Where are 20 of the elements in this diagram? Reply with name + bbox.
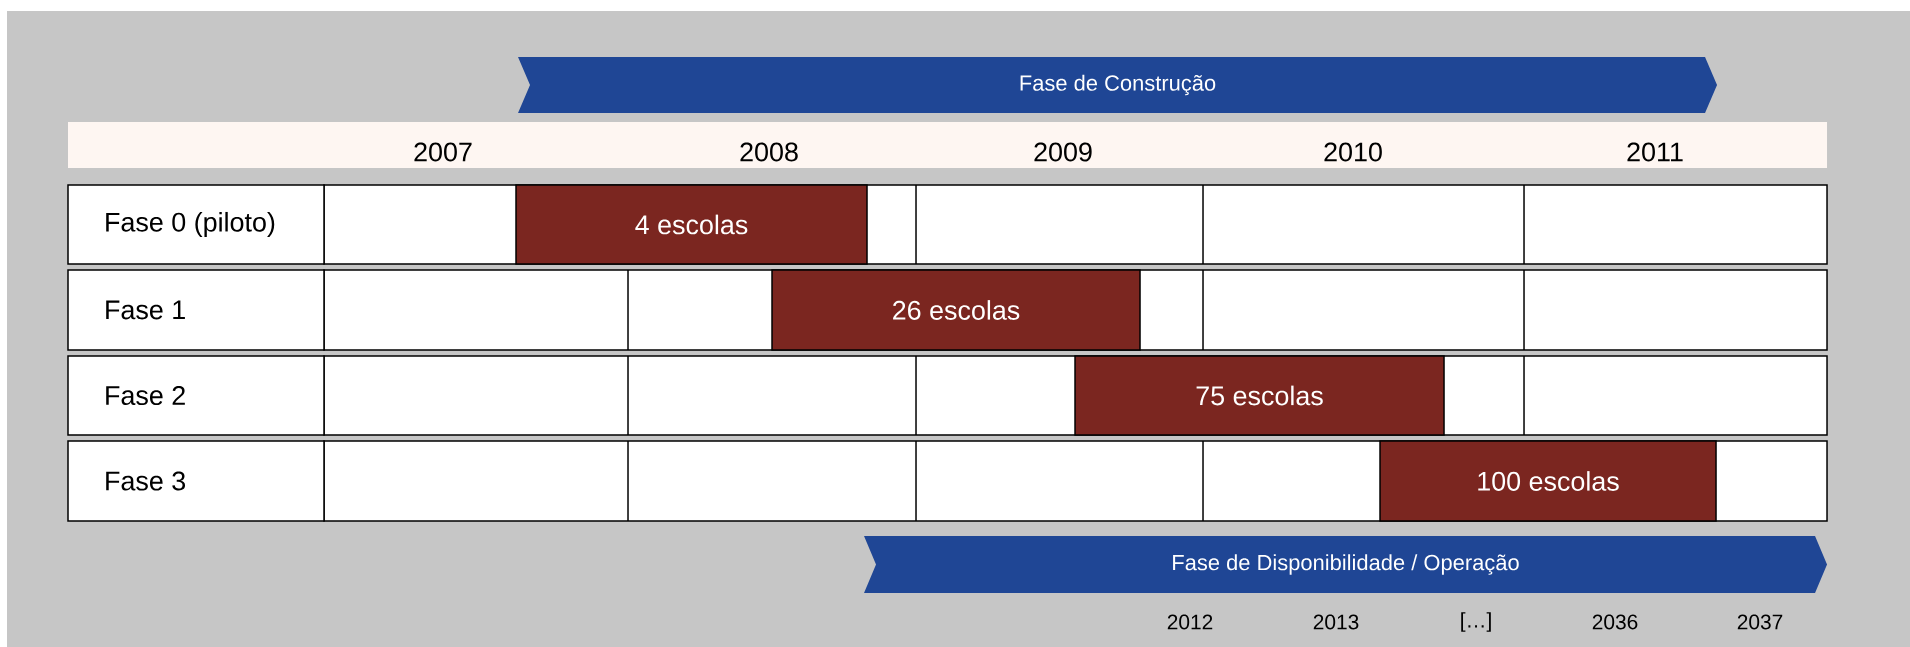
schedule-bar: 75 escolas xyxy=(1074,355,1445,436)
row-label-cell: Fase 0 (piloto) xyxy=(67,184,325,265)
row-label-cell: Fase 1 xyxy=(67,269,325,351)
year-label: […] xyxy=(1461,612,1491,632)
schedule-bar: 100 escolas xyxy=(1379,440,1717,522)
row-label-cell: Fase 2 xyxy=(67,355,325,436)
row-label-cell: Fase 3 xyxy=(67,440,325,522)
year-label: 2013 xyxy=(1313,614,1359,630)
year-label: 2008 xyxy=(740,142,798,162)
year-label: 2012 xyxy=(1167,614,1213,630)
year-label: 2036 xyxy=(1592,614,1638,630)
year-label: 2007 xyxy=(414,142,472,162)
phase-chevron: Fase de Disponibilidade / Operação xyxy=(864,536,1827,593)
year-label: 2009 xyxy=(1034,142,1092,162)
phase-chevron: Fase de Construção xyxy=(518,57,1717,113)
schedule-bar: 26 escolas xyxy=(771,269,1141,351)
year-label: 2010 xyxy=(1324,142,1382,162)
schedule-bar: 4 escolas xyxy=(515,184,868,265)
year-label: 2037 xyxy=(1737,614,1783,630)
year-label: 2011 xyxy=(1627,142,1683,162)
